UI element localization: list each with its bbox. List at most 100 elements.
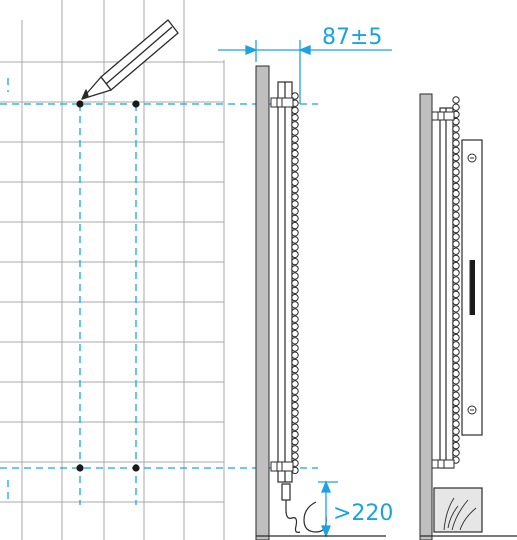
tube-circle <box>452 103 460 111</box>
tube-circle <box>291 401 299 410</box>
control-slot <box>469 260 475 315</box>
pencil-icon <box>81 19 179 100</box>
tube-circle <box>291 423 299 431</box>
tube-circle <box>452 225 460 234</box>
dimension-wall-offset <box>218 40 392 104</box>
tube-circle <box>452 391 460 399</box>
radiator-tubes-right <box>452 96 460 464</box>
tube-circle <box>452 233 460 241</box>
tube-circle <box>452 132 460 140</box>
tube-circle <box>291 301 299 309</box>
tube-circle <box>452 420 460 428</box>
tube-circle <box>452 384 460 392</box>
tube-circle <box>452 319 460 327</box>
tube-circle <box>452 341 460 349</box>
tube-circle <box>452 96 460 104</box>
tube-circle <box>291 387 299 395</box>
tube-circle <box>452 211 460 219</box>
tube-circle <box>291 452 299 460</box>
tube-circle <box>291 221 299 230</box>
tube-circle <box>452 189 460 198</box>
tube-circle <box>291 394 299 403</box>
tube-circle <box>291 445 299 453</box>
tube-circle <box>452 333 460 342</box>
tube-circle <box>291 272 299 280</box>
mounting-bracket-bottom <box>270 461 294 472</box>
floor-box <box>433 487 483 533</box>
tube-circle <box>452 305 460 313</box>
tube-circle <box>291 149 299 158</box>
tube-circle <box>291 236 299 244</box>
tube-circle <box>291 329 299 338</box>
tube-circle <box>452 247 460 255</box>
tube-circle <box>291 106 299 115</box>
tube-circle <box>452 355 460 363</box>
tube-circle <box>452 197 460 205</box>
mounting-bracket-top <box>270 97 294 108</box>
tube-circle <box>452 434 460 443</box>
power-cable-icon <box>281 483 327 533</box>
tube-circle <box>291 365 299 374</box>
tube-circle <box>291 351 299 359</box>
power-outlet-icon <box>467 153 477 415</box>
tube-circle <box>291 322 299 331</box>
tube-circle <box>452 449 460 457</box>
tube-circle <box>291 293 299 302</box>
tube-circle <box>291 214 299 223</box>
tube-circle <box>452 204 460 212</box>
tube-circle <box>291 344 299 352</box>
wall-section <box>255 65 270 540</box>
tube-circle <box>291 265 299 273</box>
tube-circle <box>452 146 460 155</box>
tube-circle <box>452 377 460 385</box>
tube-circle <box>452 182 460 191</box>
tube-circle <box>291 171 299 179</box>
tube-circle <box>291 257 299 266</box>
tube-circle <box>452 290 460 299</box>
radiator-side-view-right <box>439 107 454 469</box>
tube-circle <box>291 207 299 215</box>
tube-circle <box>291 358 299 367</box>
tube-circle <box>291 243 299 251</box>
tube-circle <box>291 250 299 259</box>
tube-circle <box>291 135 299 143</box>
tube-circle <box>291 279 299 287</box>
tube-circle <box>291 157 299 165</box>
tube-circle <box>291 128 299 136</box>
tube-circle <box>452 283 460 291</box>
tube-circle <box>291 437 299 446</box>
tube-circle <box>452 276 460 284</box>
tube-circle <box>291 200 299 208</box>
tube-circle <box>452 398 460 407</box>
mounting-bracket-right-bottom <box>431 459 455 469</box>
tube-circle <box>452 369 460 378</box>
tube-circle <box>452 269 460 277</box>
dimension-floor-clearance-label: >220 <box>333 501 393 526</box>
tube-circle <box>452 348 460 356</box>
tube-circle <box>452 139 460 147</box>
tube-circle <box>452 153 460 162</box>
tube-circle <box>291 337 299 345</box>
tube-circle <box>291 373 299 381</box>
tube-circle <box>452 441 460 450</box>
tube-circle <box>452 312 460 320</box>
tube-circle <box>452 240 460 248</box>
tube-circle <box>452 168 460 176</box>
tube-circle <box>291 121 299 129</box>
tube-circle <box>291 178 299 187</box>
dimension-wall-offset-label: 87±5 <box>322 25 382 50</box>
tube-circle <box>291 286 299 295</box>
tube-circle <box>452 326 460 335</box>
dimension-floor-clearance <box>318 480 338 538</box>
radiator-tubes <box>291 92 299 475</box>
tube-circle <box>291 164 299 172</box>
tube-circle <box>452 218 460 227</box>
tube-circle <box>291 430 299 439</box>
tube-circle <box>291 380 299 388</box>
tube-circle <box>291 409 299 417</box>
tube-circle <box>291 229 299 237</box>
tube-circle <box>291 416 299 424</box>
tube-circle <box>452 161 460 169</box>
drill-mark-icon <box>76 100 140 472</box>
